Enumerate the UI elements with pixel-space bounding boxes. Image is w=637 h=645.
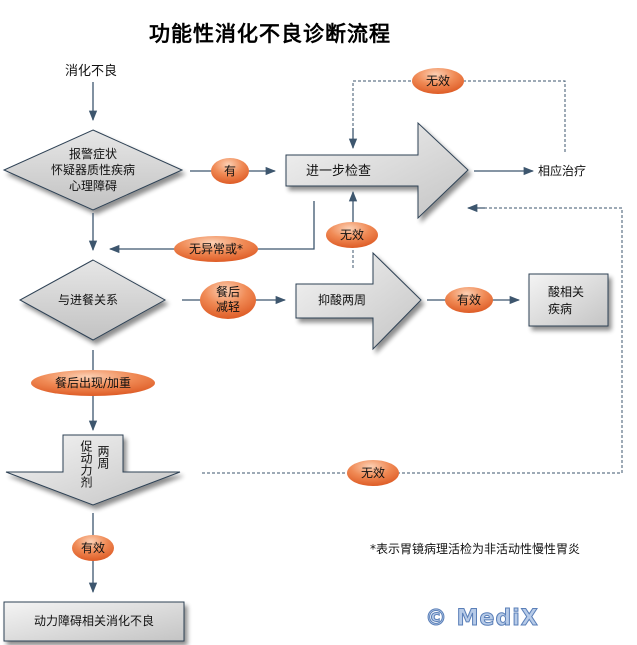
meal-diamond-label: 与进餐关系 (58, 293, 119, 307)
start-label: 消化不良 (65, 64, 118, 79)
pill-relieved-line-2: 减轻 (215, 300, 240, 314)
motility-dyspepsia-box (3, 601, 185, 642)
pill-effective-acid (445, 287, 493, 313)
alarm-line-3: 心理障碍 (68, 179, 117, 193)
pill-relieved-text: 餐后 减轻 (200, 285, 256, 315)
pill-ineffective-mid-text: 无效 (339, 228, 364, 242)
pill-worse-text: 餐后出现/加重 (54, 376, 132, 390)
alarm-decision-diamond (2, 129, 184, 211)
acid-related-label: 酸相关 疾病 (548, 284, 584, 318)
further-exam-arrow-shape (285, 121, 469, 220)
acid-related-line-2: 疾病 (548, 302, 573, 316)
acid-suppression-label: 抑酸两周 (318, 293, 367, 307)
pill-effective-acid-text: 有效 (456, 293, 481, 307)
pill-no-abnormal-text: 无异常或* (188, 242, 243, 256)
alarm-line-1: 报警症状 (68, 147, 117, 161)
pill-no-abnormal (174, 236, 258, 262)
pill-ineffective-top-text: 无效 (425, 74, 450, 88)
footnote: *表示胃镜病理活检为非活动性慢性胃炎 (370, 542, 581, 556)
meal-decision-diamond (18, 259, 167, 341)
prokinetic-label-1: 促动力剂 (79, 440, 93, 488)
alarm-diamond-text: 报警症状 怀疑器质性疾病 心理障碍 (43, 146, 143, 194)
acid-related-disease-box (528, 273, 609, 327)
acid-suppression-arrow-shape (295, 251, 422, 351)
prokinetic-arrow-shape (5, 434, 181, 506)
pill-relieved-line-1: 餐后 (215, 285, 240, 299)
prokinetic-label-2: 两周 (96, 445, 110, 469)
pill-yes-text: 有 (223, 164, 236, 178)
pill-effective-bottom (72, 535, 114, 561)
edge-treatment-ineffective-loop (352, 80, 566, 152)
acid-related-line-1: 酸相关 (548, 285, 585, 299)
pill-relieved (200, 281, 256, 319)
pill-ineffective-bottom-text: 无效 (360, 466, 385, 480)
further-exam-label: 进一步检查 (306, 164, 372, 179)
motility-dyspepsia-label: 动力障碍相关消化不良 (33, 614, 154, 628)
pill-yes (211, 158, 249, 184)
pill-effective-bottom-text: 有效 (80, 541, 105, 555)
edge-prokinetic-ineffective-loop (202, 207, 623, 474)
page-title: 功能性消化不良诊断流程 (149, 21, 391, 46)
corresponding-treatment-label: 相应治疗 (538, 164, 587, 178)
pill-worse (31, 370, 155, 396)
pill-ineffective-bottom (347, 460, 399, 486)
medix-watermark-logo: © MediX (425, 606, 539, 632)
alarm-line-2: 怀疑器质性疾病 (50, 163, 135, 177)
pill-ineffective-top (412, 68, 464, 94)
pill-ineffective-mid (326, 222, 378, 248)
